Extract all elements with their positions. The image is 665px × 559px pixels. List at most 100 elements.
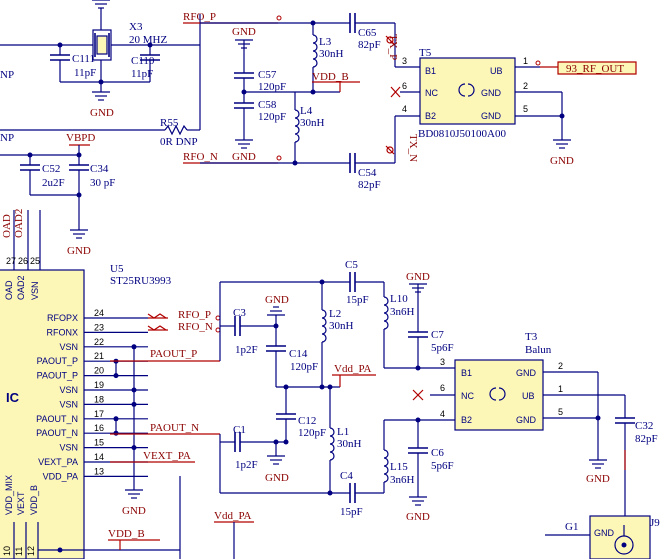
vbpd-net: VBPD [66,132,95,144]
gnd-label: GND [550,155,574,167]
gnd-label: GND [265,472,289,484]
u5-top-num-1: 26 [18,256,28,266]
c54-ref: C54 [358,167,377,179]
u5-top-net-0: OAD [1,214,13,238]
capacitor-c57 [234,72,254,79]
crystal-x3 [92,29,112,61]
vdd-b2-net: VDD_B [108,528,145,540]
u5-pin-num-19: 19 [94,380,104,390]
u5-top-num-0: 27 [6,256,16,266]
t3-pin-gnd2: GND [516,415,537,425]
inductor-l1 [329,427,335,461]
tx-p-net: TX_P [387,34,399,60]
u5-pin-num-16: 16 [94,423,104,433]
u5-pin-name-24: RFOPX [47,313,78,323]
c58-ref: C58 [258,99,277,111]
vbpd-section: VBPD C52 2u2F C34 30 pF GND NP [0,132,115,257]
c14-ref: C14 [289,348,308,360]
gnd-symbol [589,459,607,469]
u5-top-net-1: OAD2 [13,209,25,238]
capacitor-c3 [234,316,241,336]
gnd-label: GND [90,107,114,119]
gnd-label: GND [232,26,256,38]
u5-pin-name-14: VEXT_PA [38,457,78,467]
c4-ref: C4 [340,470,353,482]
u5-pin-name-18: VSN [59,399,78,409]
j9-ref: J9 [650,517,660,529]
u5-top-num-2: 25 [30,256,40,266]
u5-pin-num-24: 24 [94,308,104,318]
j9-g1-label: G1 [565,521,578,533]
junction-dot [113,373,119,379]
c6-ref: C6 [431,447,444,459]
c5-value: 15pF [346,294,369,306]
u5-pin-name-17: PAOUT_N [36,414,78,424]
capacitor-c12 [276,413,296,420]
t3-pinnum-6: 6 [440,383,445,393]
u5-pin-num-13: 13 [94,466,104,476]
r55-value: 0R DNP [160,136,198,148]
junction-dot [113,416,119,422]
rfo-n-net: RFO_N [183,151,218,163]
gnd-label: GND [122,505,146,517]
t5-ref: T5 [419,47,432,59]
l4-value: 30nH [300,117,325,129]
t3-pinnum-2: 2 [558,361,563,371]
u5-ref: U5 [110,263,124,275]
t5-pin-ub: UB [490,66,503,76]
u5-bottom-num-0: 10 [2,546,12,556]
capacitor-c58 [234,102,254,109]
u5-part: ST25RU3993 [110,275,172,287]
junction-dot [113,430,119,436]
t5-pinnum-3: 3 [402,56,407,66]
l15-value: 3n6H [390,474,415,486]
gnd-label: GND [406,271,430,283]
u5-bottom-num-2: 12 [26,546,36,556]
u5-pin-name-22: VSN [59,342,78,352]
c111-value: 11pF [74,67,96,79]
t3-pin-ub: UB [522,391,535,401]
balun-t3: T3 Balun B1 NC B2 GND UB GND 3 6 4 2 1 5… [412,331,658,525]
u5-bottom-name-2: VDD_B [29,485,39,515]
transformer-t5: T5 B1 NC B2 UB GND GND 3 6 4 1 2 5 BD081… [390,47,637,167]
c111-ref: C111 [72,53,95,65]
gnd-symbol [267,455,285,465]
c14-value: 120pF [290,361,318,373]
c52-value: 2u2F [42,177,65,189]
u5-pin-name-23: RFONX [47,327,79,337]
c57-value: 120pF [258,81,286,93]
c12-value: 120pF [298,427,326,439]
gnd-symbol [553,139,571,149]
t5-pin-b1: B1 [425,66,436,76]
c7-value: 5p6F [431,342,454,354]
l10-value: 3n6H [390,306,415,318]
gnd-label: GND [67,245,91,257]
junction-dot [131,401,137,407]
pa-matching-section: RFO_P RFO_N PAOUT_P PAOUT_N VEXT_PA Vdd_… [110,259,455,559]
c12-ref: C12 [298,415,316,427]
c6-value: 5p6F [431,460,454,472]
gnd-symbol [92,0,110,30]
rfo-p-net: RFO_P [183,11,216,23]
paout-p-net: PAOUT_P [150,348,197,360]
vext-pa-net: VEXT_PA [143,450,191,462]
u5-pin-name-16: PAOUT_N [36,428,78,438]
gnd-symbol [92,91,110,101]
capacitor-c110 [140,54,160,82]
capacitor-c4 [349,483,356,503]
t3-pin-nc: NC [461,391,474,401]
u5-bottom-num-1: 11 [14,547,24,556]
capacitor-c34 [69,164,89,230]
l4-ref: L4 [300,105,313,117]
u5-pin-num-18: 18 [94,394,104,404]
rfo-n2-net: RFO_N [178,321,213,333]
u5-pin-name-13: VDD_PA [43,471,78,481]
gnd-symbol [267,306,285,316]
capacitor-c6 [408,447,428,454]
t5-pinnum-1: 1 [523,56,528,66]
l15-ref: L15 [390,461,408,473]
capacitor-c5 [349,272,356,292]
gnd-symbol [235,139,253,149]
tx-n-net: TX_N [407,134,419,162]
